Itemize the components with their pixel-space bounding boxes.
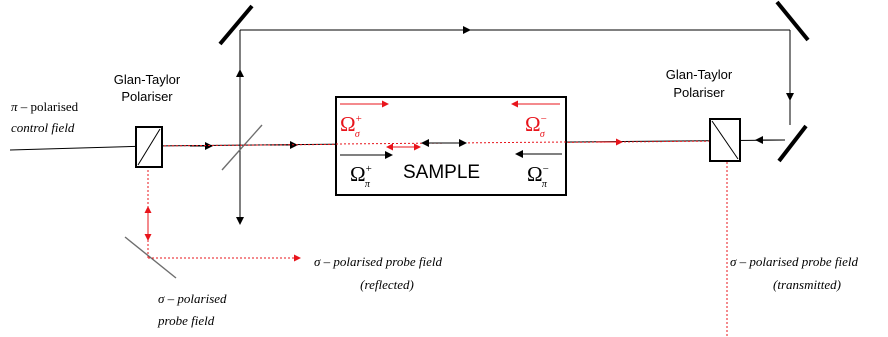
- mirrors: [124, 0, 810, 279]
- probe-input-label-line2: probe field: [157, 313, 215, 328]
- right-polariser-label-line2: Polariser: [673, 85, 725, 100]
- control-field-label-line1: π – polarised: [11, 99, 79, 114]
- right-polariser: [709, 118, 741, 162]
- probe-beam-splitter: [124, 236, 177, 279]
- beam-splitter: [221, 124, 263, 171]
- probe-input-label-line1: σ – polarised: [158, 291, 227, 306]
- rabi-pi-plus: Ω+π: [350, 162, 372, 190]
- top-right-mirror: [775, 0, 810, 42]
- sample-label: SAMPLE: [403, 162, 480, 183]
- left-polariser: [135, 126, 163, 168]
- control-beam-input: [9, 145, 151, 151]
- left-polariser-label-line2: Polariser: [121, 89, 173, 104]
- rabi-sigma-plus: Ω+σ: [340, 112, 362, 140]
- rabi-sigma-minus: Ω−σ: [525, 112, 547, 140]
- probe-transmitted-label-line1: σ – polarised probe field: [730, 254, 858, 269]
- rabi-pi-minus: Ω−π: [527, 162, 549, 190]
- sample-cell: [335, 96, 567, 196]
- control-field-label-line2: control field: [11, 120, 75, 135]
- bottom-right-mirror: [777, 124, 808, 163]
- right-polariser-label-line1: Glan-Taylor: [666, 67, 733, 82]
- probe-reflected-label-line1: σ – polarised probe field: [314, 254, 442, 269]
- probe-beam-main: [147, 140, 729, 147]
- probe-transmitted-label-line2: (transmitted): [773, 277, 841, 292]
- probe-beam-path: [144, 138, 729, 337]
- top-left-mirror: [218, 4, 254, 46]
- probe-reflected-label-line2: (reflected): [360, 277, 414, 292]
- left-polariser-label-line1: Glan-Taylor: [114, 72, 181, 87]
